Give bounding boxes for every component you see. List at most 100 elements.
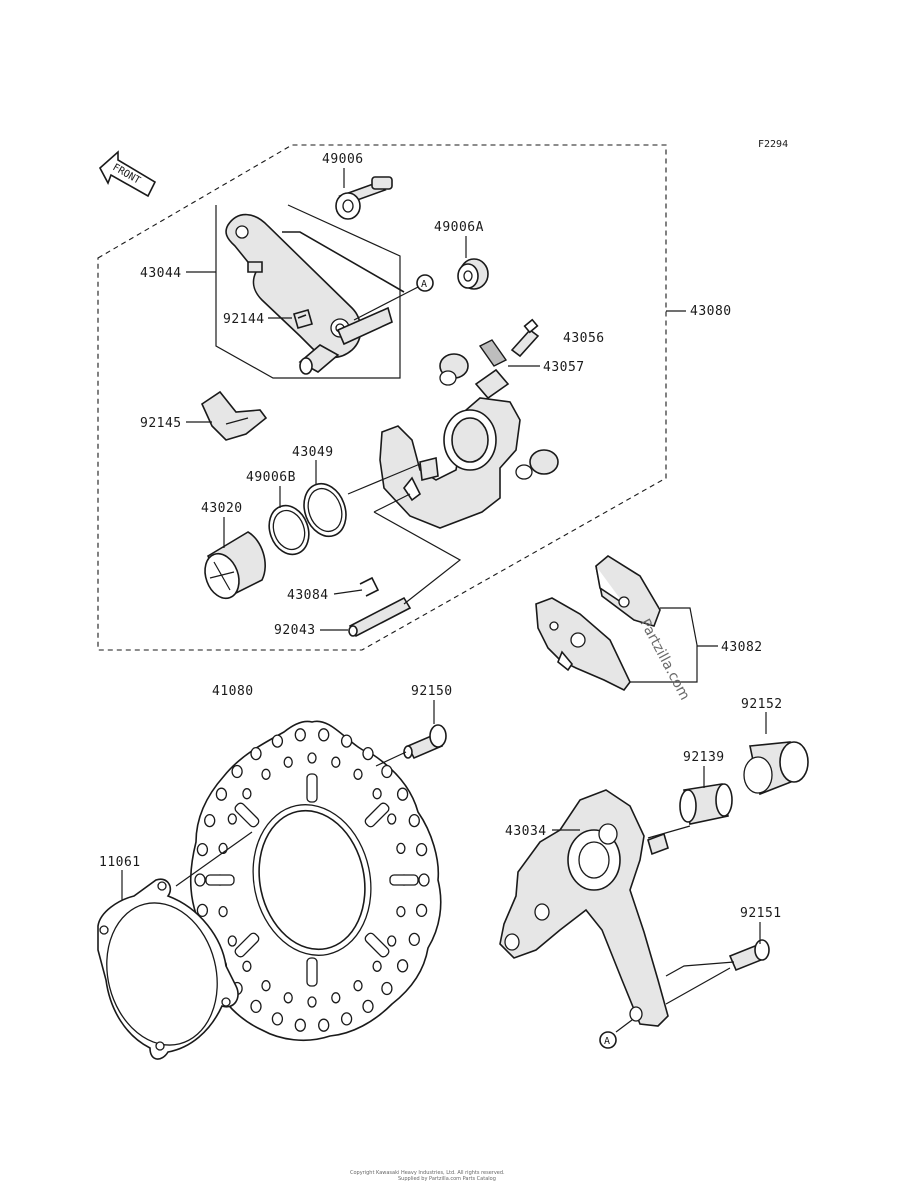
reference-mark-a-top-text: A bbox=[421, 279, 427, 290]
pads-bracket bbox=[630, 607, 698, 683]
pin-leader bbox=[373, 511, 462, 605]
svg-text:92152: 92152 bbox=[741, 697, 783, 712]
disc-hole bbox=[283, 756, 293, 768]
disc-hole bbox=[418, 873, 430, 887]
caliper-piston-leader bbox=[373, 493, 411, 513]
watermark: Partzilla.com bbox=[636, 616, 692, 703]
caliper-holder-43034 bbox=[499, 789, 669, 1027]
clip-92144 bbox=[293, 309, 313, 329]
callout-43049: 43049 bbox=[292, 445, 333, 484]
callout-92139: 92139 bbox=[683, 750, 725, 788]
brake-disc-41080 bbox=[189, 720, 442, 1042]
callout-92145: 92145 bbox=[140, 416, 212, 431]
disc-slot bbox=[364, 802, 390, 828]
disc-hole bbox=[408, 932, 420, 947]
disc-hole bbox=[242, 960, 252, 972]
footer-line-2: Supplied by Partzilla.com Parts Catalog bbox=[398, 1176, 496, 1182]
disc-hole bbox=[231, 764, 243, 779]
disc-slot bbox=[306, 773, 318, 803]
callout-49006b: 49006B bbox=[246, 470, 296, 508]
disc-hole bbox=[340, 1012, 353, 1026]
disc-hole bbox=[294, 1018, 306, 1032]
svg-text:92139: 92139 bbox=[683, 750, 725, 765]
disc-hole bbox=[307, 752, 317, 764]
disc-hole bbox=[415, 903, 428, 918]
callout-43020: 43020 bbox=[201, 501, 243, 548]
brake-pads-43082 bbox=[535, 555, 661, 692]
disc-hole bbox=[331, 992, 341, 1004]
disc-hole bbox=[362, 999, 374, 1014]
disc-hole bbox=[196, 842, 209, 857]
disc-hole bbox=[381, 981, 393, 996]
bracket-group-outline bbox=[215, 204, 401, 379]
callout-43084: 43084 bbox=[287, 588, 363, 603]
pad-spring-92145 bbox=[200, 390, 268, 441]
disc-hole bbox=[283, 992, 293, 1004]
callout-11061: 11061 bbox=[99, 855, 140, 900]
callout-43080: 43080 bbox=[666, 304, 732, 319]
svg-text:92151: 92151 bbox=[740, 906, 782, 921]
disc-hole bbox=[194, 873, 206, 887]
disc-hole bbox=[387, 935, 397, 947]
boot-49006a bbox=[457, 258, 489, 290]
disc-hole bbox=[218, 905, 228, 918]
callout-43057: 43057 bbox=[508, 360, 585, 375]
disc-hole bbox=[250, 746, 262, 761]
figure-code: F2294 bbox=[758, 139, 788, 150]
callout-49006a: 49006A bbox=[434, 220, 483, 258]
disc-hole bbox=[261, 980, 271, 992]
disc-hole bbox=[372, 788, 382, 800]
collar-92152 bbox=[743, 741, 809, 796]
disc-hole bbox=[396, 787, 409, 801]
disc-bolt-92150 bbox=[403, 724, 447, 760]
disc-hole bbox=[353, 768, 363, 780]
svg-text:43084: 43084 bbox=[287, 588, 329, 603]
bushing-leader bbox=[647, 825, 691, 839]
footer-line-1: Copyright Kawasaki Heavy Industries, Ltd… bbox=[350, 1170, 505, 1176]
bleeder-valve-43056 bbox=[510, 318, 540, 358]
disc-slot bbox=[306, 957, 318, 987]
disc-hole bbox=[261, 768, 271, 780]
svg-text:43056: 43056 bbox=[563, 331, 605, 346]
disc-hole bbox=[381, 764, 393, 779]
disc-slot bbox=[205, 874, 235, 886]
callout-43082: 43082 bbox=[697, 640, 763, 655]
disc-hole bbox=[372, 960, 382, 972]
disc-hole bbox=[227, 935, 237, 947]
disc-hole bbox=[396, 959, 409, 973]
svg-text:41080: 41080 bbox=[212, 684, 254, 699]
bushing-92139 bbox=[679, 783, 733, 825]
callout-92152: 92152 bbox=[741, 697, 783, 734]
callout-92150: 92150 bbox=[411, 684, 452, 724]
svg-text:43080: 43080 bbox=[690, 304, 732, 319]
callout-49006: 49006 bbox=[322, 152, 364, 188]
disc-hole bbox=[318, 1018, 330, 1032]
svg-text:43057: 43057 bbox=[543, 360, 585, 375]
disc-hole bbox=[215, 787, 228, 801]
reference-mark-a-bottom bbox=[599, 1031, 617, 1049]
svg-text:92043: 92043 bbox=[274, 623, 316, 638]
disc-bolt-leader bbox=[375, 751, 407, 767]
disc-hole bbox=[331, 756, 341, 768]
callout-41080: 41080 bbox=[212, 684, 254, 699]
svg-text:43034: 43034 bbox=[505, 824, 547, 839]
callout-92151: 92151 bbox=[740, 906, 782, 944]
disc-hole bbox=[415, 842, 428, 857]
bleeder-cap-43057 bbox=[478, 339, 508, 367]
svg-text:49006B: 49006B bbox=[246, 470, 296, 485]
disc-hole bbox=[387, 813, 397, 825]
svg-text:49006: 49006 bbox=[322, 152, 364, 167]
piston-43020 bbox=[204, 531, 266, 600]
disc-slot bbox=[234, 802, 260, 828]
disc-hole bbox=[196, 903, 209, 918]
callout-92043: 92043 bbox=[274, 623, 348, 638]
caliper-bracket-43044 bbox=[225, 213, 405, 375]
svg-text:43082: 43082 bbox=[721, 640, 763, 655]
pin-bolt-49006 bbox=[335, 176, 393, 220]
pad-pin-clip-43084 bbox=[359, 576, 380, 597]
disc-hole bbox=[204, 813, 216, 828]
svg-text:43020: 43020 bbox=[201, 501, 243, 516]
callout-43034: 43034 bbox=[505, 824, 580, 839]
disc-slot bbox=[234, 932, 260, 958]
